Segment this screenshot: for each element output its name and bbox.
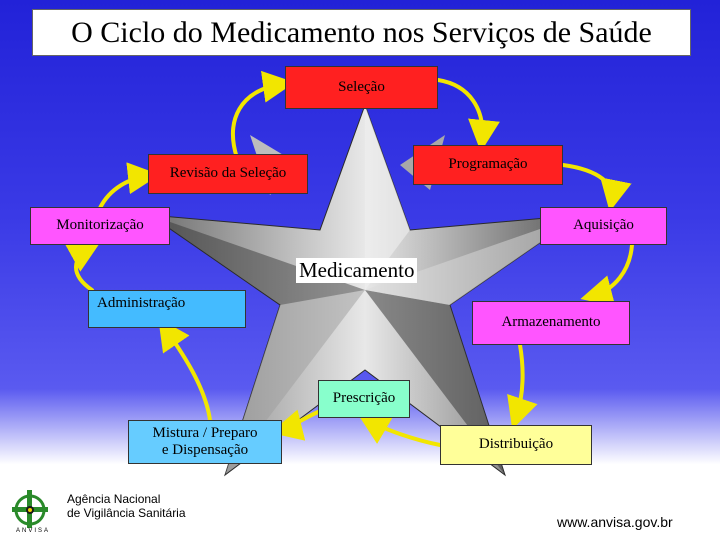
arrow-selecao-programacao: [436, 78, 500, 152]
website-url[interactable]: www.anvisa.gov.br: [557, 514, 673, 530]
arrow-revisao-selecao: [231, 70, 295, 160]
box-mistura-preparo-dispensacao: Mistura / Preparo e Dispensação: [128, 420, 282, 464]
box-monitorizacao: Monitorização: [30, 207, 170, 245]
box-aquisicao: Aquisição: [540, 207, 667, 245]
box-selecao: Seleção: [285, 66, 438, 109]
box-revisao-da-selecao: Revisão da Seleção: [148, 154, 308, 194]
box-programacao: Programação: [413, 145, 563, 185]
arrow-programacao-aquisicao: [561, 163, 632, 212]
org-name-line-1: Agência Nacional: [67, 492, 161, 506]
arrow-distribuicao-prescricao: [357, 413, 442, 447]
arrow-monitorizacao-revisao: [98, 162, 160, 210]
logo-abbreviation: ANVISA: [16, 528, 51, 534]
arrow-armazenamento-distribuicao: [507, 343, 538, 430]
mistura-line-1: Mistura / Preparo: [152, 424, 258, 441]
cycle-arrows: [64, 70, 634, 447]
box-distribuicao: Distribuição: [440, 425, 592, 465]
box-administracao: Administração: [88, 290, 246, 328]
arrow-administracao-monitorizacao: [64, 242, 101, 292]
org-name: Agência Nacional de Vigilância Sanitária: [67, 492, 186, 521]
box-prescricao: Prescrição: [318, 380, 410, 418]
anvisa-logo: [12, 490, 48, 528]
box-armazenamento: Armazenamento: [472, 301, 630, 345]
org-name-line-2: de Vigilância Sanitária: [67, 505, 186, 520]
arrow-aquisicao-armazenamento: [580, 243, 634, 307]
arrow-mistura-administracao: [158, 318, 212, 422]
slide-title: O Ciclo do Medicamento nos Serviços de S…: [32, 9, 691, 56]
mistura-line-2: e Dispensação: [161, 442, 249, 458]
center-label-medicamento: Medicamento: [296, 258, 418, 283]
arrow-prescricao-mistura: [270, 409, 320, 441]
